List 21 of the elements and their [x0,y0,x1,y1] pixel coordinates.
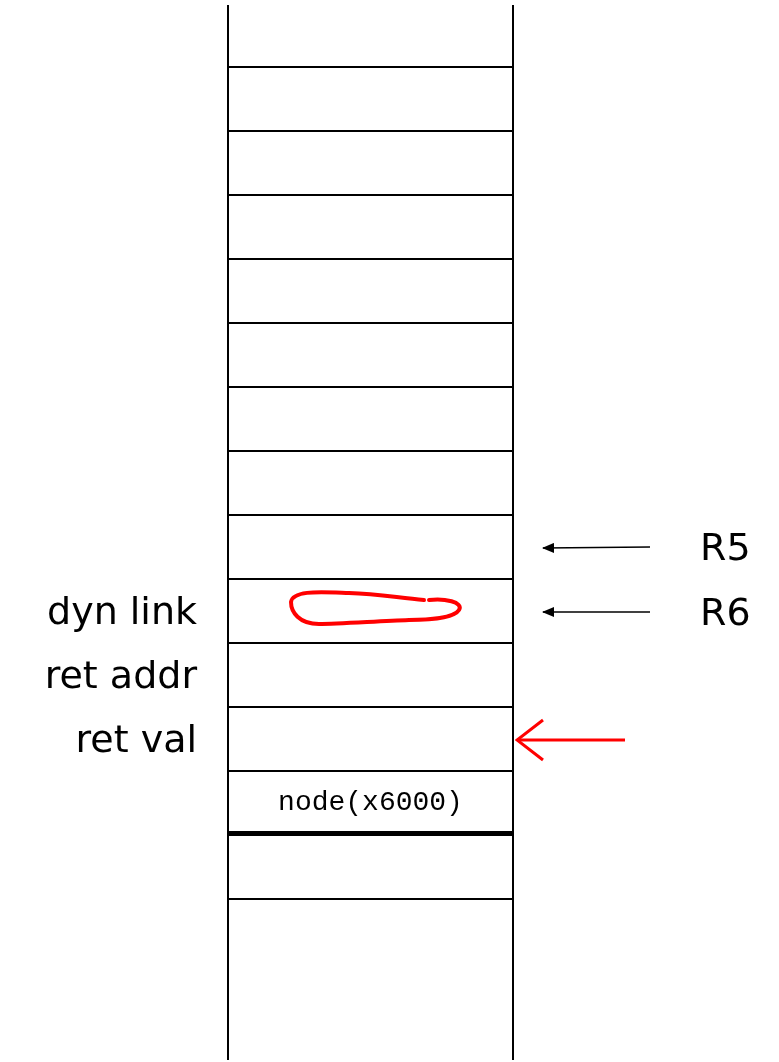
stack-slot [227,324,514,388]
stack-slot [227,5,514,68]
register-label: R5 [700,525,751,569]
stack-slot [227,772,514,836]
stack-slot [227,132,514,196]
stack-slot [227,388,514,452]
arrow [542,542,651,553]
slot-caption: ret val [74,717,197,761]
stack-slot [227,836,514,900]
stack-slot [227,516,514,580]
slot-text: node(x6000) [277,786,464,817]
stack-slot [227,260,514,324]
stack-slot [227,68,514,132]
stack-slot [227,452,514,516]
stack-slot [227,900,514,1060]
register-label: R6 [700,590,751,634]
slot-caption: ret addr [43,653,197,697]
arrow [515,718,625,762]
arrow [542,607,651,617]
slot-caption: dyn link [46,589,197,633]
stack-slot [227,196,514,260]
